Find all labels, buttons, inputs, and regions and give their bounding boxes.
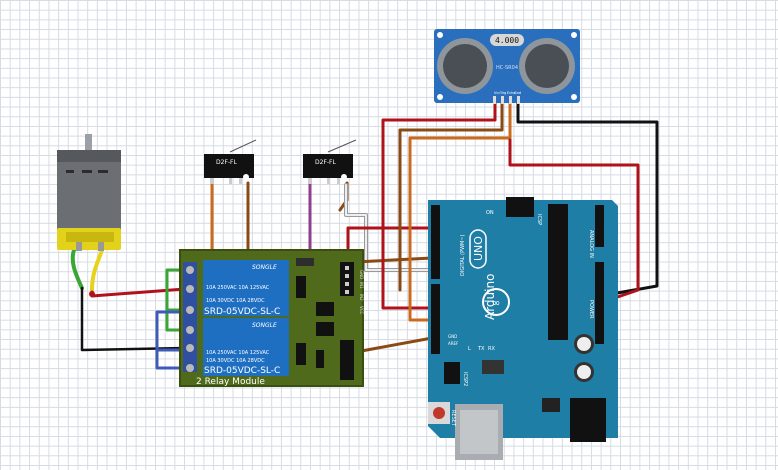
sensor-pin-trig: Trig xyxy=(499,91,506,95)
arduino-model: UNO xyxy=(472,236,485,261)
relay2-rating-1: 10A 250VAC 10A 125VAC xyxy=(206,350,270,356)
svg-text:∞: ∞ xyxy=(492,298,500,309)
relay2-rating-2: 10A 30VDC 10A 28VDC xyxy=(206,358,265,364)
relay1-model: SRD-05VDC-SL-C xyxy=(204,307,280,317)
relay-pin-vcc: VCC xyxy=(359,306,364,315)
dc-motor xyxy=(57,134,121,251)
limit-switch-1: D2F-FL xyxy=(204,139,257,184)
relay-pin-in2: IN2 xyxy=(359,294,364,301)
relay2-brand: SONGLE xyxy=(252,322,277,329)
arduino-aref-label: AREF xyxy=(448,341,459,346)
sensor-model: HC-SR04 xyxy=(496,65,518,71)
arduino-brand: Arduino xyxy=(483,274,497,320)
wire-black-motor-relay xyxy=(80,286,187,352)
arduino-uno: RESET ICSP ICSP2 Arduino UNO DIGITAL (PW… xyxy=(428,197,618,460)
arduino-tx-label: TX xyxy=(477,346,485,352)
relay1-brand: SONGLE xyxy=(252,264,277,271)
ultrasonic-sensor: 4.000 HC-SR04 Vcc Trig Echo Gnd xyxy=(434,29,580,104)
wire-brown-relay-arduino xyxy=(354,256,434,264)
relay1-rating-1: 10A 250VAC 10A 125VAC xyxy=(206,285,270,291)
relay-pin-in1: IN1 xyxy=(359,282,364,289)
sensor-pin-vcc: Vcc xyxy=(494,91,500,95)
arduino-on-label: ON xyxy=(486,210,494,216)
wire-brown-sensor-trig xyxy=(398,100,504,292)
arduino-rx-label: RX xyxy=(488,346,495,352)
relay2-model: SRD-05VDC-SL-C xyxy=(204,366,280,376)
arduino-gnd-label: GND xyxy=(448,334,457,339)
wire-motor-yellow xyxy=(90,248,104,292)
sensor-pin-echo: Echo xyxy=(507,91,516,95)
wire-orange-sensor-echo xyxy=(408,100,512,322)
wire-blue-jumper-1 xyxy=(155,310,187,370)
wire-red-sensor-vcc xyxy=(381,100,497,310)
wire-red-relay-vcc xyxy=(346,226,434,250)
arduino-analog-label: ANALOG IN xyxy=(588,230,594,258)
sensor-pin-gnd: Gnd xyxy=(514,91,521,95)
relay-pin-gnd: GND xyxy=(359,270,364,279)
wire-brown-relay-gnd xyxy=(354,336,434,354)
limit-switch-2: D2F-FL xyxy=(303,139,357,184)
switch-2-label: D2F-FL xyxy=(315,159,337,166)
arduino-icsp-label: ICSP xyxy=(536,214,542,225)
relay-module: SONGLE 10A 250VAC 10A 125VAC 10A 30VDC 1… xyxy=(179,249,364,387)
sensor-display: 4.000 xyxy=(495,36,519,45)
wire-motor-green xyxy=(70,248,84,290)
wire-red-motor-relay xyxy=(90,287,187,298)
arduino-digital-label: DIGITAL (PWM~) xyxy=(460,234,466,276)
switch-1-label: D2F-FL xyxy=(216,159,238,166)
arduino-power-label: POWER xyxy=(588,300,594,319)
arduino-icsp2-label: ICSP2 xyxy=(462,372,468,386)
wire-green-jumper-1 xyxy=(165,268,187,312)
relay-module-label: 2 Relay Module xyxy=(196,377,265,387)
wire-red-sensor-5v xyxy=(508,138,640,305)
arduino-l-label: L xyxy=(468,346,471,352)
arduino-reset-label: RESET xyxy=(450,410,456,427)
relay1-rating-2: 10A 30VDC 10A 28VDC xyxy=(206,298,265,304)
